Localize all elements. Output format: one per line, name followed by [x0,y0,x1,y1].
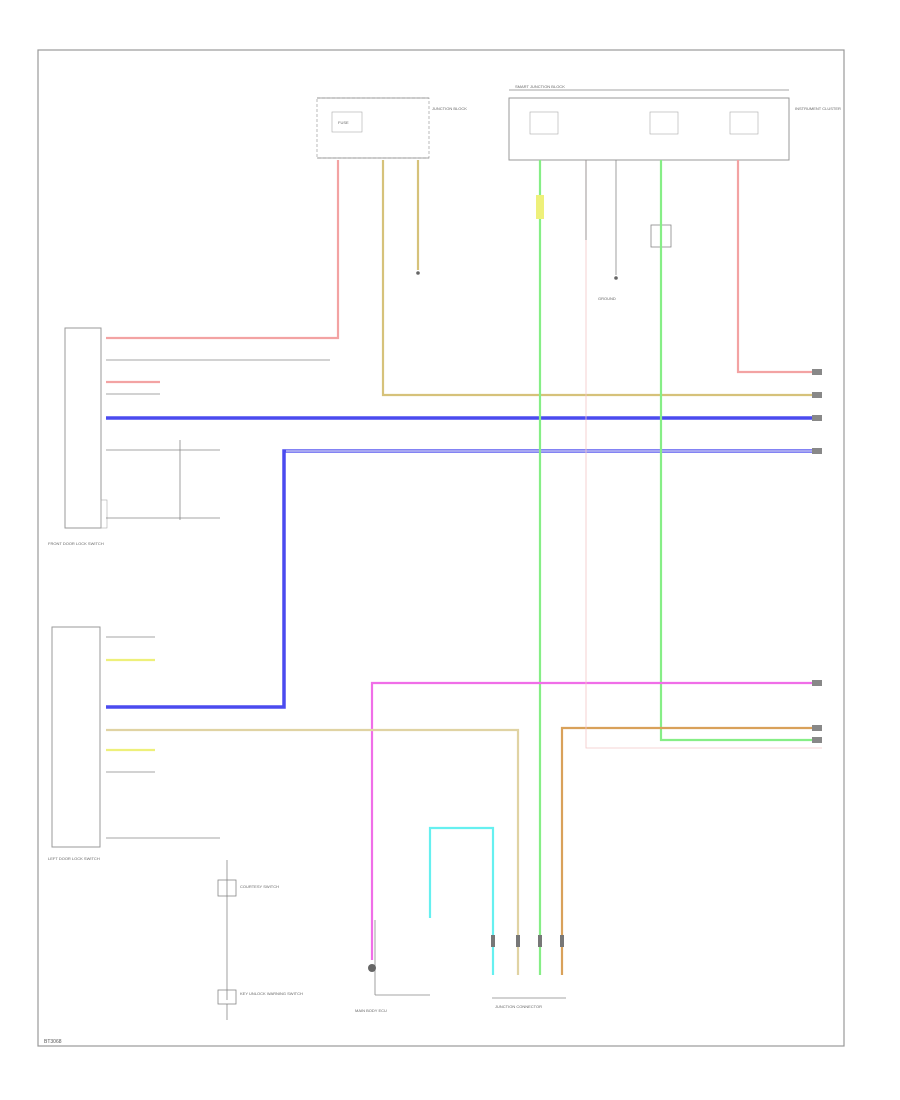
diagram-frame [37,49,845,1047]
fuse-marker [536,195,544,219]
wire-green-right [659,160,822,742]
right-edge-terminals [812,369,822,743]
label-ground: GROUND [598,296,616,301]
label-left-door-switch: LEFT DOOR LOCK SWITCH [48,856,100,861]
right-door-lock-switch [64,327,181,529]
top-left-junction-block: FUSE [316,97,430,159]
bottom-connector-pins [491,935,564,947]
label-top-right: INSTRUMENT CLUSTER [795,106,841,111]
wire-tan-upper [381,160,822,397]
wire-blue-lower [106,449,822,709]
left-door-lock-switch [51,626,101,848]
label-top-center-junction: SMART JUNCTION BLOCK [515,84,565,89]
label-right-door-switch: FRONT DOOR LOCK SWITCH [48,541,104,546]
svg-text:FUSE: FUSE [338,120,349,125]
wire-tan-lower [106,728,520,975]
label-top-left-junction: JUNCTION BLOCK [432,106,467,111]
main-body-ecu [368,920,430,996]
wire-orange-lower [560,726,822,975]
label-bottom-connector: JUNCTION CONNECTOR [495,1004,542,1009]
courtesy-switch [217,860,237,1020]
label-bottom-module: MAIN BODY ECU [355,1008,387,1013]
wire-pink-faint [585,160,822,749]
wire-red-right [736,160,822,374]
wire-cyan [428,826,495,975]
page-code: BT3068 [44,1039,62,1045]
wire-magenta [370,681,822,960]
top-right-junction-block [508,89,790,161]
label-key-unlock: KEY UNLOCK WARNING SWITCH [240,991,303,996]
label-courtesy-switch: COURTESY SWITCH [240,884,279,889]
wire-red-left [106,160,340,340]
